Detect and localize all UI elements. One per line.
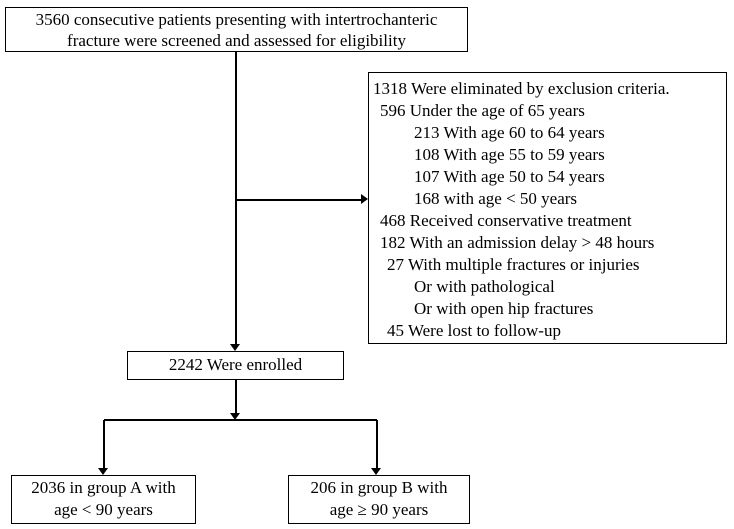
exclusion-box: 1318 Were eliminated by exclusion criter… <box>368 72 727 344</box>
exclusion-line: 1318 Were eliminated by exclusion criter… <box>373 79 670 98</box>
exclusion-line: Or with open hip fractures <box>414 299 594 318</box>
exclusion-line: Or with pathological <box>414 277 555 296</box>
connector-screened-to-enrolled <box>235 52 237 344</box>
screened-box: 3560 consecutive patients presenting wit… <box>5 7 468 52</box>
connector-split-to-group-b <box>376 420 378 468</box>
exclusion-line: 596 Under the age of 65 years <box>380 101 585 120</box>
connector-branch-to-exclusion <box>236 199 361 201</box>
group-b-box: 206 in group B with age ≥ 90 years <box>288 475 470 524</box>
connector-enrolled-to-split <box>235 380 237 413</box>
arrowhead-down-enrolled-icon <box>230 344 240 351</box>
exclusion-line: 468 Received conservative treatment <box>380 211 632 230</box>
arrowhead-down-split-icon <box>230 413 240 420</box>
group-a-box-line2: age < 90 years <box>54 500 153 519</box>
arrowhead-down-group-b-icon <box>371 468 381 475</box>
exclusion-line: 168 with age < 50 years <box>414 189 578 208</box>
connector-split-horizontal <box>104 419 377 421</box>
arrowhead-down-group-a-icon <box>98 468 108 475</box>
group-a-box: 2036 in group A with age < 90 years <box>11 475 196 524</box>
group-b-box-line2: age ≥ 90 years <box>329 500 429 519</box>
enrolled-box: 2242 Were enrolled <box>127 351 344 380</box>
exclusion-line: 27 With multiple fractures or injuries <box>387 255 640 274</box>
connector-split-to-group-a <box>103 420 105 468</box>
screened-box-line1: 3560 consecutive patients presenting wit… <box>35 10 438 29</box>
screened-box-line2: fracture were screened and assessed for … <box>67 31 406 50</box>
group-a-box-line1: 2036 in group A with <box>31 478 176 497</box>
exclusion-line: 108 With age 55 to 59 years <box>414 145 605 164</box>
arrowhead-right-exclusion-icon <box>361 194 368 204</box>
exclusion-line: 45 Were lost to follow-up <box>387 321 561 340</box>
exclusion-line: 213 With age 60 to 64 years <box>414 123 605 142</box>
exclusion-line: 182 With an admission delay > 48 hours <box>380 233 655 252</box>
exclusion-line: 107 With age 50 to 54 years <box>414 167 605 186</box>
group-b-box-line1: 206 in group B with <box>310 478 448 497</box>
enrolled-box-text: 2242 Were enrolled <box>168 355 303 374</box>
